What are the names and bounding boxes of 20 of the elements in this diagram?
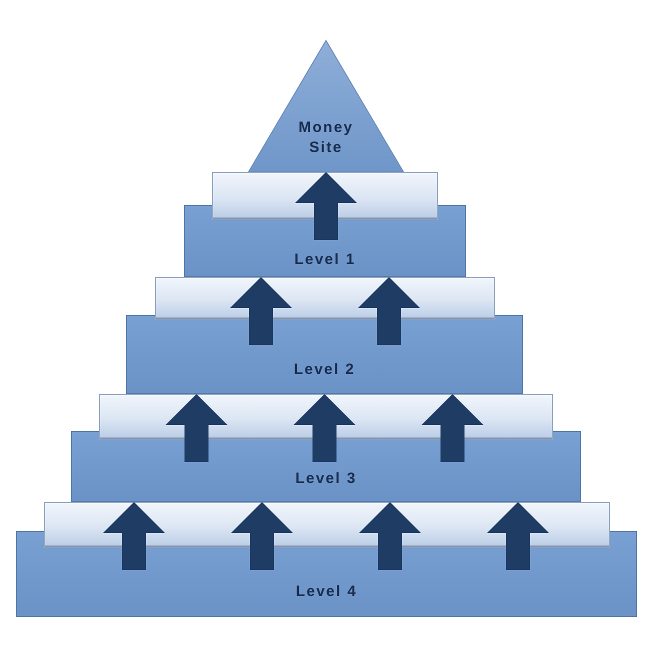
arrow — [231, 502, 293, 570]
level-label: Level 2 — [294, 360, 356, 380]
arrow — [166, 394, 228, 462]
pyramid-step — [126, 277, 523, 394]
arrow — [230, 277, 292, 345]
arrow — [294, 394, 356, 462]
apex-label: Money Site — [298, 118, 354, 158]
pyramid-apex-triangle — [248, 40, 404, 172]
arrow — [358, 277, 420, 345]
arrow — [295, 172, 357, 240]
arrow — [487, 502, 549, 570]
level-label: Level 4 — [296, 582, 358, 602]
arrow — [359, 502, 421, 570]
arrow — [422, 394, 484, 462]
pyramid-step — [184, 172, 466, 277]
level-label: Level 1 — [294, 250, 356, 270]
pyramid-step — [71, 394, 581, 502]
level-label: Level 3 — [295, 469, 357, 489]
pyramid-step — [16, 502, 637, 617]
arrow — [103, 502, 165, 570]
